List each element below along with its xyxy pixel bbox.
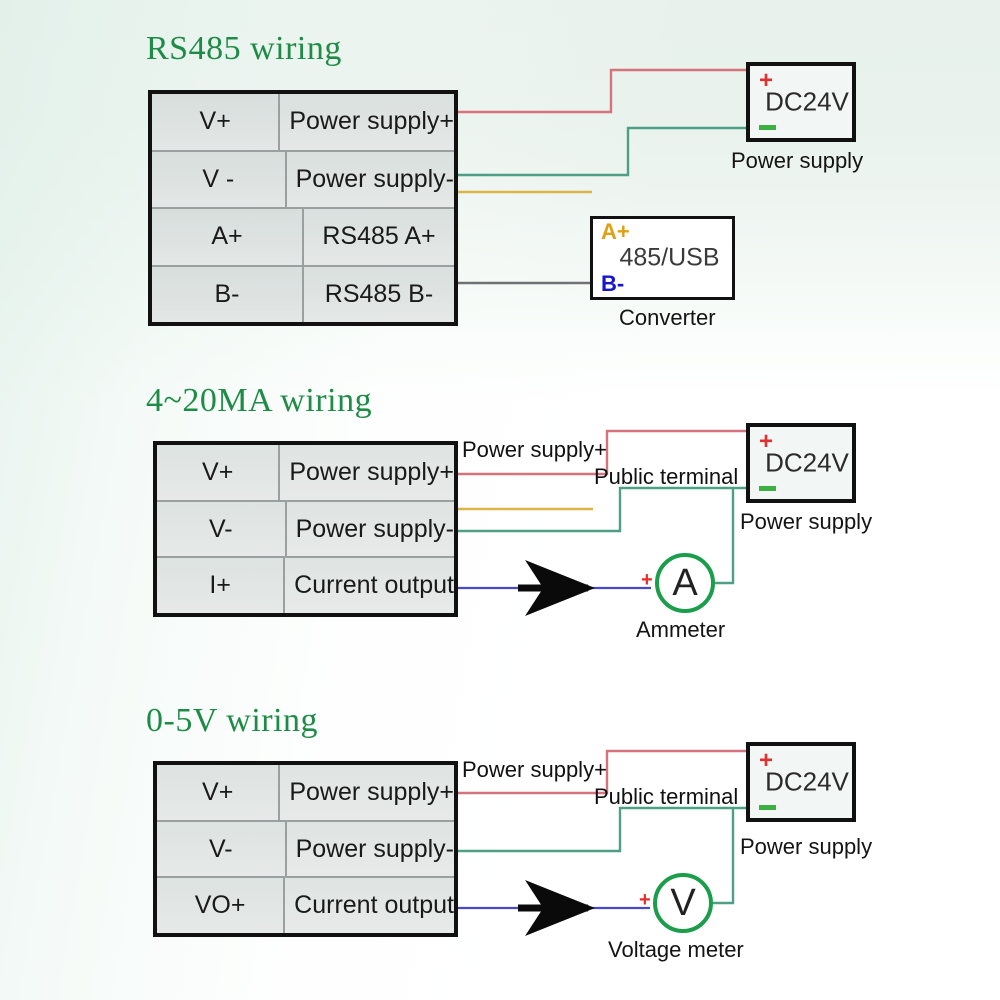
- power-supply-caption-4-20ma: Power supply: [740, 509, 873, 534]
- plus-terminal-icon: +: [759, 428, 774, 455]
- voltmeter-plus-icon: +: [639, 889, 651, 911]
- converter-caption: Converter: [619, 305, 716, 330]
- terminal-name: V -: [152, 151, 287, 207]
- terminal-table-0-5v: V+ Power supply+ V- Power supply- VO+ Cu…: [153, 761, 458, 937]
- table-row: V+ Power supply+: [157, 445, 454, 502]
- voltmeter-symbol: V: [653, 873, 713, 933]
- minus-terminal-icon: [759, 805, 776, 810]
- power-supply-voltage: DC24V: [765, 447, 849, 478]
- voltmeter-letter: V: [670, 881, 696, 924]
- wire-label-public-terminal-0-5v: Public terminal: [594, 784, 739, 809]
- terminal-function: Power supply-: [286, 501, 454, 557]
- table-row: A+ RS485 A+: [152, 209, 454, 267]
- terminal-name: V+: [157, 765, 281, 820]
- converter-a-terminal: A+: [601, 219, 630, 244]
- plus-terminal-icon: +: [759, 67, 774, 94]
- converter-b-terminal: B-: [601, 270, 625, 296]
- terminal-name: V+: [152, 94, 281, 150]
- table-row: I+ Current output: [157, 558, 454, 614]
- terminal-name: VO+: [157, 878, 286, 934]
- terminal-name: V-: [157, 501, 287, 557]
- section-title-0-5v: 0-5V wiring: [146, 702, 319, 739]
- terminal-function: RS485 A+: [304, 209, 454, 265]
- terminal-function: Power supply-: [286, 821, 454, 877]
- power-supply-box-4-20ma: + DC24V: [746, 423, 856, 503]
- table-row: V+ Power supply+: [157, 765, 454, 822]
- ammeter-symbol: A: [655, 553, 715, 613]
- terminal-function: Current output: [285, 878, 454, 934]
- terminal-function: Current output: [285, 558, 454, 614]
- table-row: V- Power supply-: [157, 501, 454, 559]
- minus-terminal-icon: [759, 125, 776, 130]
- power-supply-voltage: DC24V: [765, 766, 849, 797]
- terminal-function: Power supply+: [280, 445, 454, 500]
- power-supply-caption-rs485: Power supply: [731, 148, 864, 173]
- terminal-table-4-20ma: V+ Power supply+ V- Power supply- I+ Cur…: [153, 441, 458, 617]
- ammeter-plus-icon: +: [641, 569, 653, 591]
- converter-label: 485/USB: [619, 243, 720, 272]
- wire-label-supply-plus-4-20ma: Power supply+: [462, 437, 607, 462]
- section-title-4-20ma: 4~20MA wiring: [146, 382, 373, 419]
- table-row: V+ Power supply+: [152, 94, 454, 152]
- terminal-name: V-: [157, 821, 287, 877]
- terminal-function: Power supply+: [280, 765, 454, 820]
- power-supply-caption-0-5v: Power supply: [740, 834, 873, 859]
- minus-terminal-icon: [759, 486, 776, 491]
- table-row: V - Power supply-: [152, 151, 454, 209]
- terminal-name: B-: [152, 266, 304, 322]
- voltmeter-caption: Voltage meter: [608, 937, 744, 962]
- power-supply-box-rs485: + DC24V: [746, 62, 856, 142]
- ammeter-letter: A: [672, 561, 698, 604]
- section-title-rs485: RS485 wiring: [146, 30, 342, 67]
- terminal-function: RS485 B-: [304, 266, 454, 322]
- wire-label-supply-plus-0-5v: Power supply+: [462, 757, 607, 782]
- terminal-function: Power supply-: [286, 151, 454, 207]
- table-row: VO+ Current output: [157, 878, 454, 934]
- table-row: B- RS485 B-: [152, 266, 454, 322]
- power-supply-voltage: DC24V: [765, 86, 849, 117]
- terminal-table-rs485: V+ Power supply+ V - Power supply- A+ RS…: [148, 90, 458, 326]
- plus-terminal-icon: +: [759, 747, 774, 774]
- terminal-name: A+: [152, 209, 304, 265]
- wire-label-public-terminal-4-20ma: Public terminal: [594, 464, 739, 489]
- terminal-function: Power supply+: [280, 94, 454, 150]
- converter-box: A+ 485/USB B-: [590, 216, 735, 300]
- terminal-name: I+: [157, 558, 286, 614]
- terminal-name: V+: [157, 445, 281, 500]
- power-supply-box-0-5v: + DC24V: [746, 742, 856, 822]
- table-row: V- Power supply-: [157, 821, 454, 879]
- ammeter-caption: Ammeter: [636, 617, 726, 642]
